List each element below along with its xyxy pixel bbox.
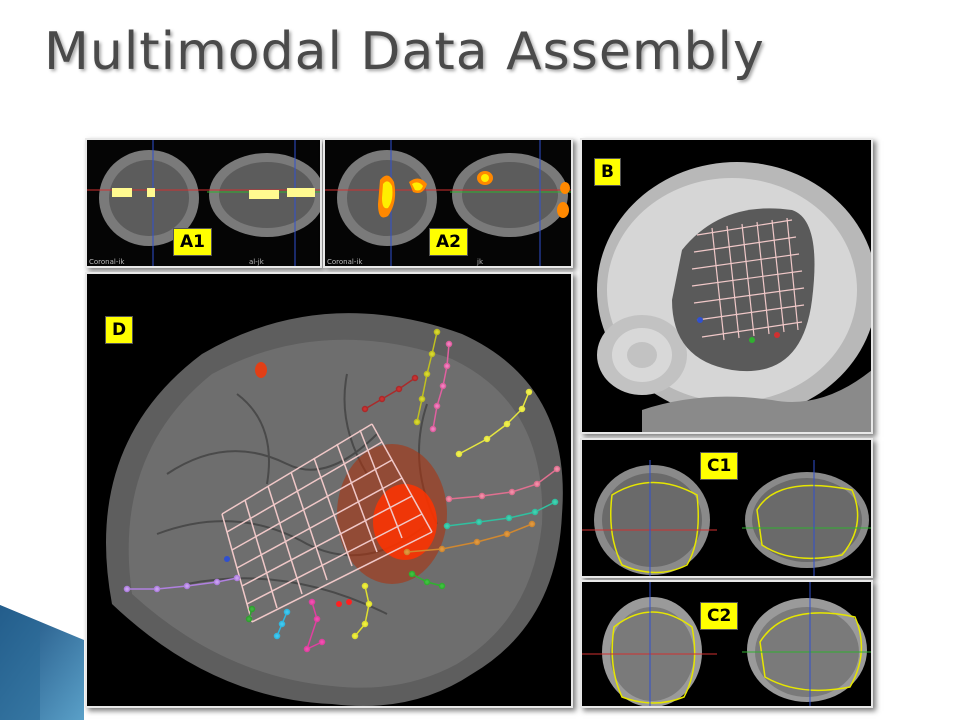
fmri-coronal-sagittal-image bbox=[87, 140, 320, 266]
a1-caption-left: Coronal-ik bbox=[89, 258, 125, 266]
ct-brain-contour-image bbox=[582, 440, 871, 576]
slide-title: Multimodal Data Assembly bbox=[44, 22, 765, 82]
panel-c2-mri: C2 bbox=[580, 580, 873, 708]
panel-label-a1: A1 bbox=[173, 228, 212, 257]
panel-b-ct-rendering: B bbox=[580, 138, 873, 434]
panel-label-c1: C1 bbox=[700, 452, 739, 481]
ct-volume-render-image bbox=[582, 140, 871, 432]
panel-a1-fmri: Coronal-ik al-jk A1 bbox=[85, 138, 322, 268]
panel-label-b: B bbox=[594, 158, 621, 187]
a2-caption-right: jk bbox=[477, 258, 483, 266]
panel-label-c2: C2 bbox=[700, 602, 739, 631]
brain-surface-electrode-render bbox=[87, 274, 571, 706]
panel-d-brain-electrodes: D bbox=[85, 272, 573, 708]
fmri-activation-image bbox=[325, 140, 571, 266]
a2-caption-left: Coronal-ik bbox=[327, 258, 363, 266]
panel-label-a2: A2 bbox=[429, 228, 468, 257]
slide-corner-decoration bbox=[0, 605, 84, 720]
a1-caption-right: al-jk bbox=[249, 258, 264, 266]
panel-c1-mri: C1 bbox=[580, 438, 873, 578]
mri-brain-contour-image bbox=[582, 582, 871, 706]
panel-label-d: D bbox=[105, 316, 134, 345]
panel-a2-fmri: Coronal-ik jk A2 bbox=[323, 138, 573, 268]
